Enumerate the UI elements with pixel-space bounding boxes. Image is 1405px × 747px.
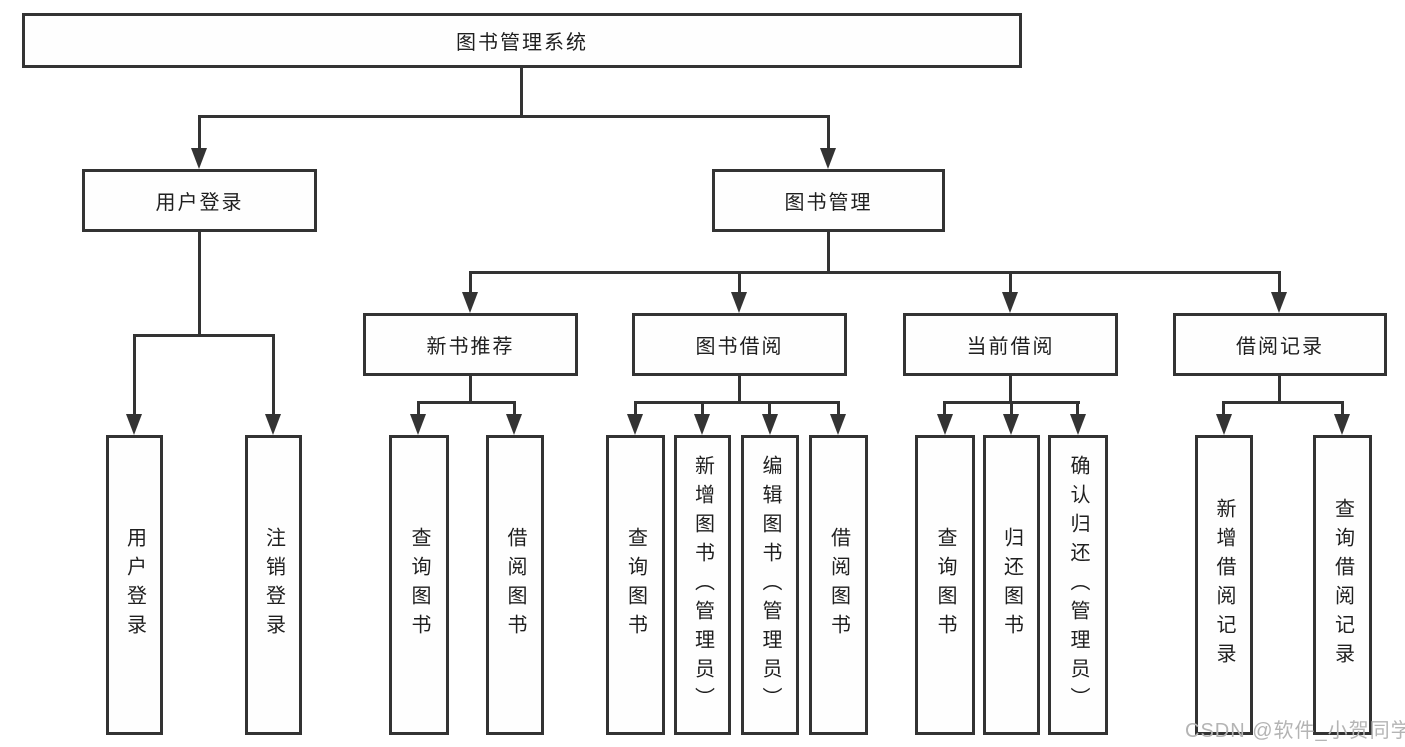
connector-line [827, 232, 830, 274]
connector-line [133, 334, 275, 337]
arrow-down-icon [506, 414, 522, 435]
connector-line [1010, 401, 1013, 417]
connector-line [520, 68, 523, 118]
node-new-book-recommend: 新书推荐 [363, 313, 578, 376]
leaf-confirm-return-admin: 确认归还（管理员） [1048, 435, 1108, 735]
connector-line [827, 115, 830, 151]
node-book-borrowing: 图书借阅 [632, 313, 847, 376]
arrow-down-icon [462, 292, 478, 313]
leaf-borrow-books: 借阅图书 [809, 435, 868, 735]
arrow-down-icon [126, 414, 142, 435]
arrow-down-icon [191, 148, 207, 169]
node-current-borrowing: 当前借阅 [903, 313, 1118, 376]
leaf-logout: 注销登录 [245, 435, 302, 735]
node-book-management: 图书管理 [712, 169, 945, 232]
connector-line [198, 115, 201, 151]
arrow-down-icon [1003, 414, 1019, 435]
arrow-down-icon [410, 414, 426, 435]
leaf-label: 查询借阅记录 [1331, 498, 1354, 672]
arrow-down-icon [1002, 292, 1018, 313]
leaf-label: 新增借阅记录 [1213, 498, 1235, 672]
connector-line [198, 115, 830, 118]
leaf-label: 查询图书 [934, 527, 956, 643]
arrow-down-icon [694, 414, 710, 435]
node-borrow-records: 借阅记录 [1173, 313, 1387, 376]
leaf-query-books-borrowing: 查询图书 [606, 435, 665, 735]
connector-line [513, 401, 516, 417]
connector-line [943, 401, 946, 417]
arrow-down-icon [830, 414, 846, 435]
connector-line [417, 401, 420, 417]
leaf-label: 查询图书 [408, 527, 430, 643]
arrow-down-icon [1334, 414, 1350, 435]
leaf-label: 编辑图书（管理员） [759, 454, 781, 716]
arrow-down-icon [627, 414, 643, 435]
connector-line [768, 401, 771, 417]
arrow-down-icon [731, 292, 747, 313]
arrow-down-icon [1216, 414, 1232, 435]
connector-line [634, 401, 637, 417]
connector-line [469, 271, 472, 295]
connector-line [417, 401, 516, 404]
connector-line [837, 401, 840, 417]
leaf-borrow-books-recommend: 借阅图书 [486, 435, 544, 735]
connector-line [701, 401, 704, 417]
leaf-label: 确认归还（管理员） [1067, 454, 1089, 716]
node-user-login: 用户登录 [82, 169, 317, 232]
arrow-down-icon [937, 414, 953, 435]
leaf-query-books-recommend: 查询图书 [389, 435, 449, 735]
leaf-query-borrow-record: 查询借阅记录 [1313, 435, 1372, 735]
leaf-label: 注销登录 [262, 527, 285, 643]
leaf-add-borrow-record: 新增借阅记录 [1195, 435, 1253, 735]
node-system-root: 图书管理系统 [22, 13, 1022, 68]
leaf-edit-books-admin: 编辑图书（管理员） [741, 435, 799, 735]
connector-line [1341, 401, 1344, 417]
connector-line [1009, 376, 1012, 404]
watermark: CSDN @软件_小贺同学 [1185, 720, 1405, 742]
leaf-label: 借阅图书 [827, 527, 850, 643]
connector-line [1278, 271, 1281, 295]
leaf-label: 用户登录 [123, 527, 146, 643]
arrow-down-icon [1271, 292, 1287, 313]
connector-line [738, 376, 741, 404]
connector-line [133, 334, 136, 417]
connector-line [1222, 401, 1225, 417]
connector-line [1278, 376, 1281, 404]
connector-line [1009, 271, 1012, 295]
connector-line [469, 376, 472, 404]
arrow-down-icon [762, 414, 778, 435]
arrow-down-icon [265, 414, 281, 435]
connector-line [738, 271, 741, 295]
leaf-user-login: 用户登录 [106, 435, 163, 735]
leaf-label: 借阅图书 [504, 527, 526, 643]
leaf-query-books-current: 查询图书 [915, 435, 975, 735]
leaf-add-books-admin: 新增图书（管理员） [674, 435, 731, 735]
leaf-label: 新增图书（管理员） [691, 454, 714, 716]
connector-line [272, 334, 275, 417]
leaf-label: 归还图书 [1000, 527, 1023, 643]
arrow-down-icon [1070, 414, 1086, 435]
leaf-label: 查询图书 [624, 527, 647, 643]
connector-line [198, 232, 201, 337]
connector-line [634, 401, 840, 404]
leaf-return-books: 归还图书 [983, 435, 1040, 735]
connector-line [1076, 401, 1079, 417]
connector-line [469, 271, 1281, 274]
connector-line [1222, 401, 1344, 404]
arrow-down-icon [820, 148, 836, 169]
